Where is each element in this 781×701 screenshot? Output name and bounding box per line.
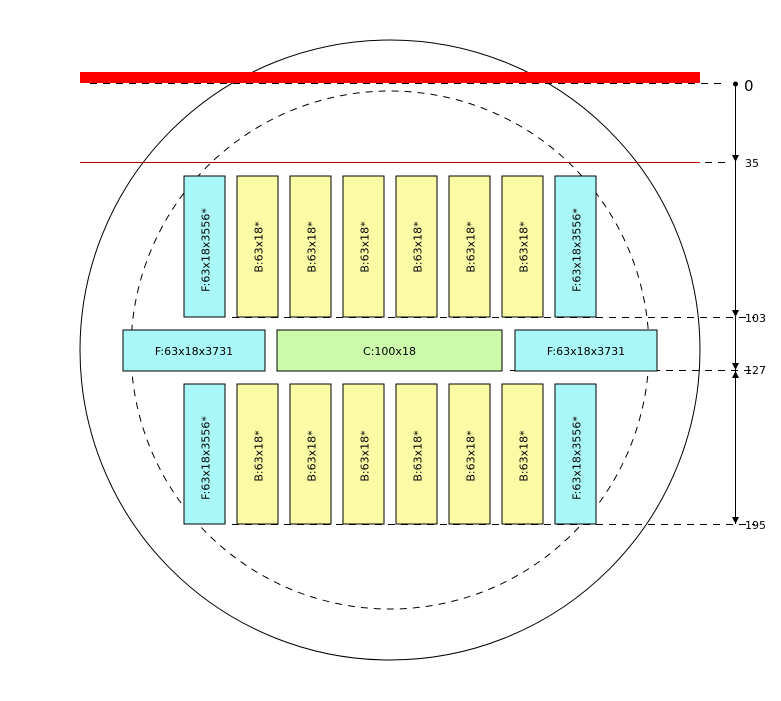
bottom-box-5: B:63x18*: [395, 383, 438, 525]
bottom-box-1: F:63x18x3556*: [183, 383, 226, 525]
middle-box-center-label: C:100x18: [363, 345, 416, 358]
top-box-6: B:63x18*: [448, 175, 491, 318]
scale-origin-dot: [733, 81, 738, 87]
bottom-box-4-label: B:63x18*: [359, 430, 372, 482]
scale-arrow-127-down: [732, 363, 739, 370]
bottom-box-6: B:63x18*: [448, 383, 491, 525]
middle-box-center: C:100x18: [276, 329, 503, 372]
top-box-5: B:63x18*: [395, 175, 438, 318]
scale-arrow-103: [732, 310, 739, 317]
middle-row: F:63x18x3731 C:100x18 F:63x18x3731: [122, 329, 658, 372]
bottom-box-2: B:63x18*: [236, 383, 279, 525]
top-box-8-label: F:63x18x3556*: [571, 208, 584, 292]
top-box-4: B:63x18*: [342, 175, 385, 318]
bottom-box-5-label: B:63x18*: [412, 430, 425, 482]
bottom-box-1-label: F:63x18x3556*: [200, 416, 213, 500]
scale: 0 35 103 127 195: [732, 77, 766, 532]
top-box-3: B:63x18*: [289, 175, 332, 318]
top-box-3-label: B:63x18*: [306, 221, 319, 273]
bottom-box-2-label: B:63x18*: [253, 430, 266, 482]
scale-label-127: 127: [745, 364, 766, 377]
bottom-box-4: B:63x18*: [342, 383, 385, 525]
scale-arrow-127-up: [732, 371, 739, 378]
scale-arrow-35: [732, 155, 739, 162]
scale-label-0: 0: [744, 77, 754, 95]
middle-box-left-label: F:63x18x3731: [155, 345, 233, 358]
scale-arrow-195: [732, 517, 739, 524]
bottom-box-3-label: B:63x18*: [306, 430, 319, 482]
top-box-1: F:63x18x3556*: [183, 175, 226, 318]
top-box-4-label: B:63x18*: [359, 221, 372, 273]
scale-label-103: 103: [745, 312, 766, 325]
scale-label-35: 35: [745, 157, 759, 170]
bottom-box-3: B:63x18*: [289, 383, 332, 525]
red-top-bar: [80, 72, 700, 83]
bottom-box-8-label: F:63x18x3556*: [571, 416, 584, 500]
top-box-7-label: B:63x18*: [518, 221, 531, 273]
bottom-box-8: F:63x18x3556*: [554, 383, 597, 525]
middle-box-left: F:63x18x3731: [122, 329, 266, 372]
top-box-2-label: B:63x18*: [253, 221, 266, 273]
top-box-6-label: B:63x18*: [465, 221, 478, 273]
outer-circle: [79, 39, 701, 661]
bottom-box-7: B:63x18*: [501, 383, 544, 525]
top-row: F:63x18x3556* B:63x18* B:63x18* B:63x18*…: [183, 175, 597, 318]
top-box-5-label: B:63x18*: [412, 221, 425, 273]
top-box-2: B:63x18*: [236, 175, 279, 318]
top-box-1-label: F:63x18x3556*: [200, 208, 213, 292]
middle-box-right-label: F:63x18x3731: [547, 345, 625, 358]
bottom-row: F:63x18x3556* B:63x18* B:63x18* B:63x18*…: [183, 383, 597, 525]
bottom-box-7-label: B:63x18*: [518, 430, 531, 482]
bottom-box-6-label: B:63x18*: [465, 430, 478, 482]
top-box-7: B:63x18*: [501, 175, 544, 318]
top-box-8: F:63x18x3556*: [554, 175, 597, 318]
middle-box-right: F:63x18x3731: [514, 329, 658, 372]
scale-label-195: 195: [745, 519, 766, 532]
